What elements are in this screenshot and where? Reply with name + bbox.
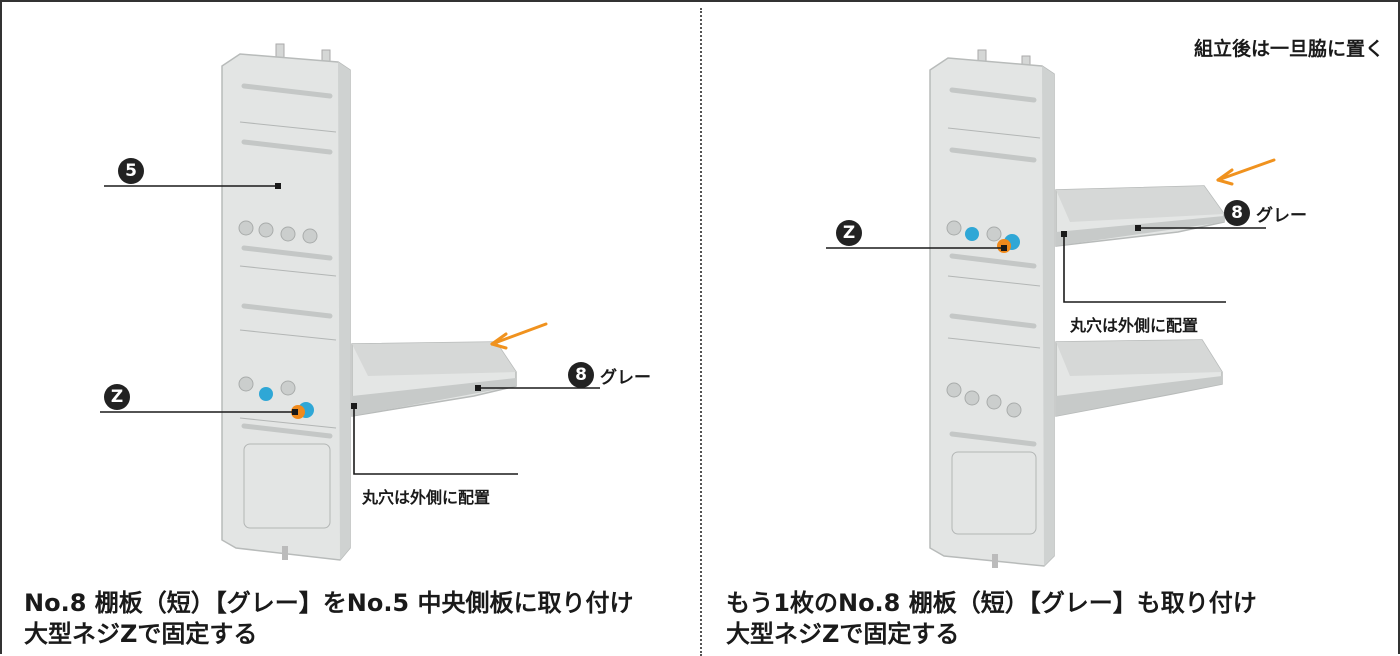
part-5-number: 5 — [125, 160, 137, 181]
step-panel-right: 組立後は一旦脇に置く Z 8 グレー 丸穴は外側に配置 もう1枚のNo.8 棚板… — [702, 0, 1400, 656]
part-z-letter: Z — [110, 386, 124, 407]
hole-placement-note: 丸穴は外側に配置 — [1070, 316, 1199, 335]
part-z-badge: Z — [104, 384, 130, 410]
step-caption-left: No.8 棚板（短）【グレー】をNo.5 中央側板に取り付け 大型ネジZで固定す… — [24, 588, 634, 650]
hole-placement-note: 丸穴は外側に配置 — [362, 488, 491, 507]
step-caption-right: もう1枚のNo.8 棚板（短）【グレー】も取り付け 大型ネジZで固定する — [726, 588, 1257, 650]
part-z-badge: Z — [836, 220, 862, 246]
panel-divider — [700, 8, 702, 656]
part-8-number: 8 — [1231, 202, 1243, 223]
part-8-number: 8 — [575, 364, 587, 385]
part-8-color-label: グレー — [1256, 205, 1307, 226]
step-panel-left: 5 Z 8 グレー 丸穴は外側に配置 No.8 棚板（短）【グレー】をNo.5 … — [24, 43, 651, 650]
part-z-letter: Z — [842, 222, 856, 243]
assembly-illustration-right — [826, 49, 1276, 568]
part-5-badge: 5 — [118, 158, 144, 184]
caption-line-1: No.8 棚板（短）【グレー】をNo.5 中央側板に取り付け — [24, 589, 634, 617]
caption-line-1: もう1枚のNo.8 棚板（短）【グレー】も取り付け — [726, 589, 1257, 617]
caption-line-2: 大型ネジZで固定する — [24, 620, 258, 648]
assembly-illustration-left — [100, 43, 600, 561]
part-8-badge: 8 — [1224, 200, 1250, 226]
part-8-callout: 8 グレー — [568, 362, 651, 388]
caption-line-2: 大型ネジZで固定する — [726, 620, 960, 648]
set-aside-note: 組立後は一旦脇に置く — [1193, 38, 1384, 60]
part-8-callout: 8 グレー — [1224, 200, 1307, 226]
part-8-badge: 8 — [568, 362, 594, 388]
part-8-color-label: グレー — [600, 367, 651, 388]
